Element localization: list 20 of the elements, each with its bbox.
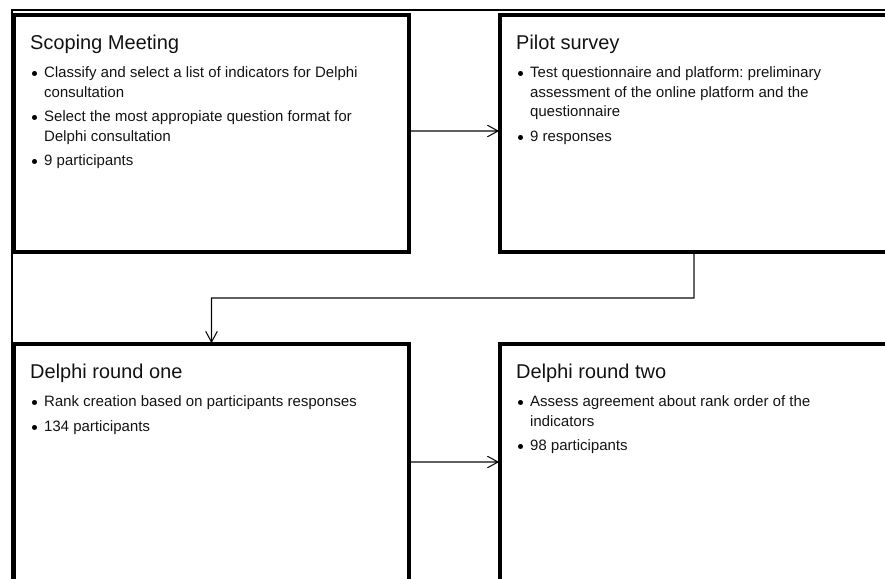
process-box <box>12 13 411 254</box>
arrow <box>411 455 499 469</box>
arrow <box>204 254 695 343</box>
bullet-text: Test questionnaire and platform: preliminary assessment of the online platform and the questionnaire <box>530 63 822 122</box>
bullet-text: Rank creation based on participants responses <box>44 392 357 412</box>
bullet-text: 134 participants <box>44 416 150 436</box>
process-box <box>498 13 885 254</box>
bullet-text: 9 responses <box>530 126 612 146</box>
box-heading: Pilot survey <box>516 31 620 55</box>
bullet-text: 98 participants <box>530 436 628 456</box>
process-box <box>12 342 411 579</box>
bullet-text: 9 participants <box>44 151 134 170</box>
arrow <box>411 124 499 138</box>
box-heading: Scoping Meeting <box>30 31 179 55</box>
bullet-text: Select the most appropiate question format for Delphi consultation <box>44 107 353 146</box>
bullet-text: Classify and select a list of indicators for Delphi consultation <box>44 63 358 102</box>
bullet-text: Assess agreement about rank order of the indicators <box>530 392 812 431</box>
box-heading: Delphi round two <box>516 360 666 384</box>
box-heading: Delphi round one <box>30 360 182 384</box>
process-box <box>498 342 885 579</box>
